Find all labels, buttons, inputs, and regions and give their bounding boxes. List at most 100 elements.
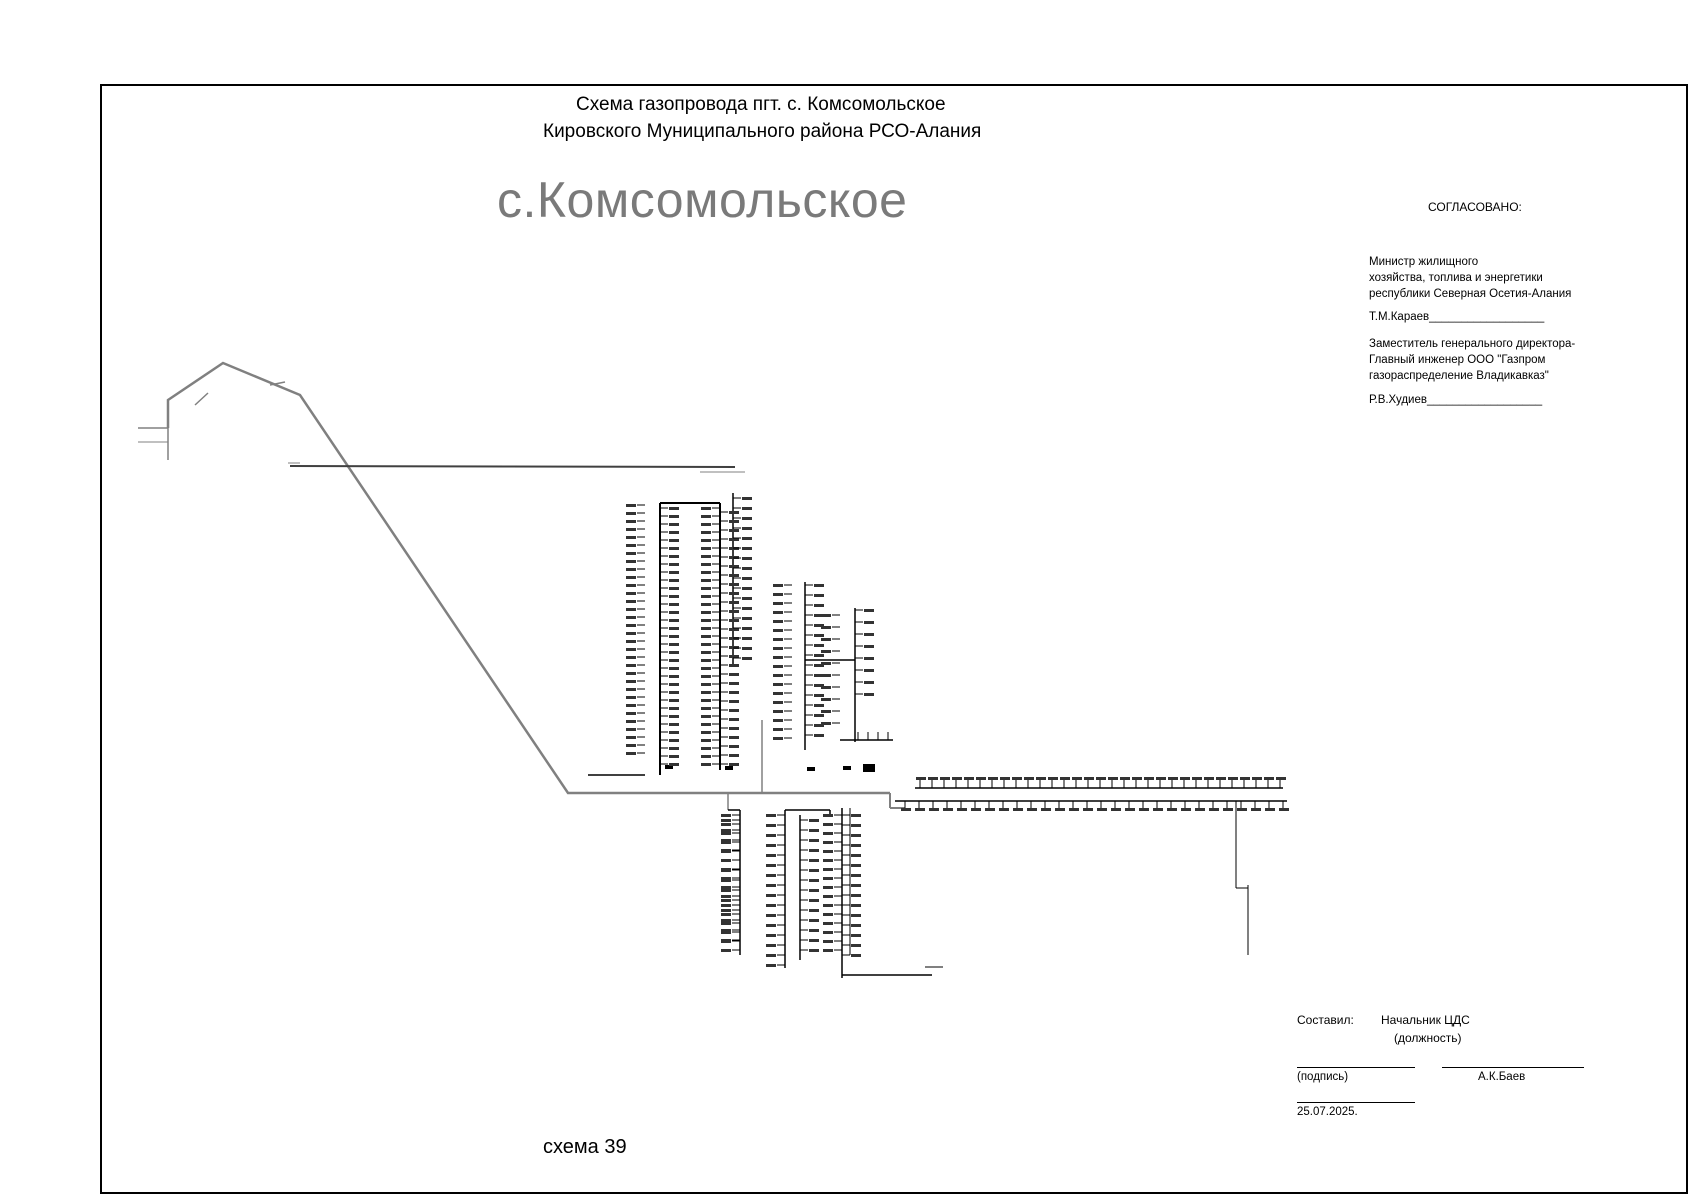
consumer-tap-label — [823, 823, 833, 826]
consumer-tap-label — [1055, 808, 1065, 811]
consumer-tap-label — [809, 859, 819, 862]
consumer-tap-label — [626, 736, 636, 739]
consumer-tap-label — [721, 931, 731, 934]
consumer-tap-label — [701, 715, 711, 718]
consumer-tap-label — [823, 877, 833, 880]
consumer-tap-label — [701, 571, 711, 574]
consumer-tap-label — [701, 507, 711, 510]
consumer-tap-label — [864, 681, 874, 684]
consumer-tap-label — [742, 657, 752, 660]
consumer-tap-label — [1240, 777, 1250, 780]
consumer-tap-label — [701, 563, 711, 566]
consumer-tap-label — [721, 832, 731, 835]
consumer-tap-label — [1167, 808, 1177, 811]
consumer-tap-label — [626, 616, 636, 619]
consumer-tap-label — [721, 889, 731, 892]
consumer-tap-label — [669, 619, 679, 622]
consumer-tap-label — [701, 739, 711, 742]
consumer-tap-label — [1252, 777, 1262, 780]
consumer-tap-label — [669, 755, 679, 758]
consumer-tap-label — [766, 834, 776, 837]
consumer-tap-label — [809, 919, 819, 922]
consumer-tap-label — [1195, 808, 1205, 811]
consumer-tap-label — [729, 718, 739, 721]
valve-mark — [870, 764, 875, 772]
consumer-tap-label — [701, 723, 711, 726]
consumer-tap-label — [864, 669, 874, 672]
consumer-tap-label — [729, 727, 739, 730]
consumer-tap-label — [821, 674, 831, 677]
consumer-tap-label — [1265, 808, 1275, 811]
consumer-tap-label — [1060, 777, 1070, 780]
consumer-tap-label — [626, 704, 636, 707]
consumer-tap-label — [809, 929, 819, 932]
consumer-tap-label — [928, 777, 938, 780]
consumer-tap-label — [773, 602, 783, 605]
consumer-tap-label — [864, 693, 874, 696]
consumer-tap-label — [773, 611, 783, 614]
consumer-tap-label — [721, 913, 731, 916]
consumer-tap-label — [773, 692, 783, 695]
consumer-tap-label — [851, 814, 861, 817]
consumer-tap-label — [729, 655, 739, 658]
consumer-tap-label — [669, 579, 679, 582]
deputy-title-line: газораспределение Владикавказ" — [1369, 370, 1549, 382]
consumer-tap-label — [814, 624, 824, 627]
consumer-tap-label — [1216, 777, 1226, 780]
consumer-tap-label — [742, 567, 752, 570]
consumer-tap-label — [729, 754, 739, 757]
signature-underline — [1297, 1067, 1415, 1068]
consumer-tap-label — [1209, 808, 1219, 811]
consumer-tap-label — [701, 627, 711, 630]
consumer-tap-label — [1251, 808, 1261, 811]
consumer-tap-label — [729, 565, 739, 568]
valve-mark — [863, 764, 870, 772]
consumer-tap-label — [940, 777, 950, 780]
village-name: с.Комсомольское — [497, 172, 908, 228]
consumer-tap-label — [1084, 777, 1094, 780]
consumer-tap-label — [626, 640, 636, 643]
consumer-tap-label — [701, 579, 711, 582]
consumer-tap-label — [809, 829, 819, 832]
scheme-number: схема 39 — [543, 1136, 627, 1158]
consumer-tap-label — [626, 664, 636, 667]
consumer-tap-label — [701, 691, 711, 694]
consumer-tap-label — [701, 539, 711, 542]
consumer-tap-label — [669, 531, 679, 534]
consumer-tap-label — [821, 614, 831, 617]
consumer-tap-label — [701, 587, 711, 590]
consumer-tap-label — [809, 819, 819, 822]
consumer-tap-label — [971, 808, 981, 811]
consumer-tap-label — [1036, 777, 1046, 780]
consumer-tap-label — [773, 647, 783, 650]
consumer-tap-label — [626, 552, 636, 555]
consumer-tap-label — [766, 824, 776, 827]
consumer-tap-label — [773, 593, 783, 596]
consumer-tap-label — [766, 964, 776, 967]
consumer-tap-label — [766, 854, 776, 857]
consumer-tap-label — [626, 544, 636, 547]
consumer-tap-label — [1144, 777, 1154, 780]
consumer-tap-label — [823, 895, 833, 898]
consumer-tap-label — [851, 844, 861, 847]
consumer-tap-label — [669, 587, 679, 590]
consumer-tap-label — [773, 728, 783, 731]
pipeline-branch — [289, 465, 736, 468]
consumer-tap-label — [773, 656, 783, 659]
consumer-tap-label — [729, 583, 739, 586]
valve-mark — [807, 767, 815, 771]
consumer-tap-label — [729, 592, 739, 595]
consumer-tap-label — [809, 839, 819, 842]
consumer-tap-label — [851, 834, 861, 837]
consumer-tap-label — [669, 675, 679, 678]
consumer-tap-label — [851, 914, 861, 917]
consumer-tap-label — [809, 899, 819, 902]
signature-caption: (подпись) — [1297, 1071, 1349, 1083]
consumer-tap-label — [721, 904, 731, 907]
consumer-tap-label — [1012, 777, 1022, 780]
consumer-tap-label — [626, 504, 636, 507]
consumer-tap-label — [814, 594, 824, 597]
consumer-tap-label — [729, 619, 739, 622]
consumer-tap-label — [669, 723, 679, 726]
consumer-tap-label — [766, 864, 776, 867]
